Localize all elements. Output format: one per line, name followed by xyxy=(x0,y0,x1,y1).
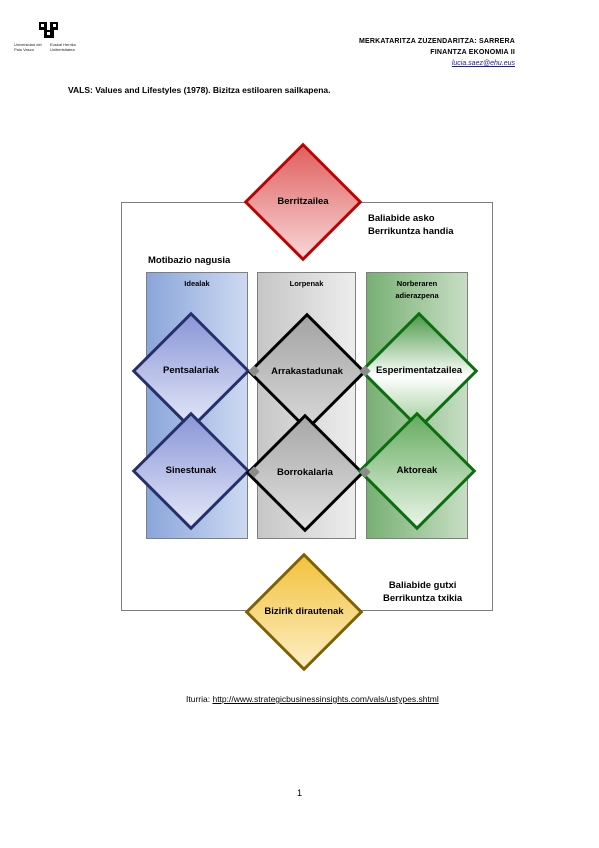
header-subject: FINANTZA EKONOMIA II xyxy=(430,49,515,56)
source-prefix: Iturria: xyxy=(186,694,211,704)
header-course-title: MERKATARITZA ZUZENDARITZA: SARRERA xyxy=(359,38,515,45)
column-label-self-expression-line1: Norberaren xyxy=(396,279,438,288)
diamond-thinkers-label: Pentsalariak xyxy=(163,365,219,376)
diamond-believers-label: Sinestunak xyxy=(165,465,217,476)
diamond-makers-label: Aktoreak xyxy=(396,465,438,476)
university-logo: Universidad del País Vasco Euskal Herrik… xyxy=(14,20,84,54)
header-email-link[interactable]: lucia.saez@ehu.eus xyxy=(451,60,515,67)
high-resources-line1: Baliabide asko xyxy=(368,213,435,224)
diamond-survivors-label: Bizirik dirautenak xyxy=(264,606,344,617)
university-emblem-icon xyxy=(39,22,58,38)
page-title: VALS: Values and Lifestyles (1978). Bizi… xyxy=(68,85,331,95)
logo-text-left: Universidad del País Vasco xyxy=(14,42,42,52)
column-label-self-expression-line2: adierazpena xyxy=(395,291,439,300)
diamond-experiencers-label: Esperimentatzailea xyxy=(375,365,463,376)
high-resources-line2: Berrikuntza handia xyxy=(368,226,454,237)
column-label-self-expression: Norberaren adierazpena xyxy=(366,278,468,302)
high-resources-label: Baliabide asko Berrikuntza handia xyxy=(368,212,454,238)
source-link[interactable]: http://www.strategicbusinessinsights.com… xyxy=(212,694,439,704)
column-label-ideals: Idealak xyxy=(184,279,210,288)
low-resources-label: Baliabide gutxi Berrikuntza txikia xyxy=(383,579,462,605)
diamond-strivers-label: Borrokalaria xyxy=(277,467,333,478)
page-number: 1 xyxy=(296,788,302,798)
low-resources-line2: Berrikuntza txikia xyxy=(383,593,463,604)
diamond-achievers-label: Arrakastadunak xyxy=(271,366,343,377)
low-resources-line1: Baliabide gutxi xyxy=(388,580,457,591)
motivation-label: Motibazio nagusia xyxy=(148,255,231,266)
diamond-innovators-label: Berritzailea xyxy=(277,196,329,207)
column-label-achievement: Lorpenak xyxy=(289,279,324,288)
source-line: Iturria: http://www.strategicbusinessins… xyxy=(186,694,439,704)
logo-text-right: Euskal Herriko Unibertsitatea xyxy=(50,42,77,52)
